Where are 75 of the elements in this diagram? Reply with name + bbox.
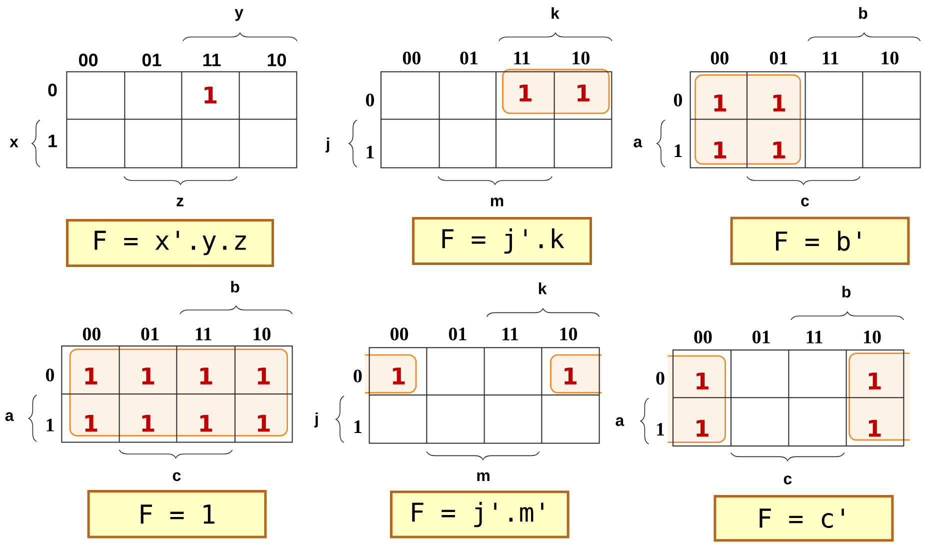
column-header: 00 [82,328,100,340]
column-header: 10 [572,52,590,64]
column-header: 01 [142,54,162,66]
variable-label: j [314,412,318,428]
column-header: 00 [710,52,728,64]
column-header: 11 [514,52,530,64]
cell-value: 1 [142,368,154,384]
variable-label: b [859,7,868,19]
column-header: 11 [502,328,518,340]
cell-value: 1 [773,142,786,158]
formula-box: F = j'.k [412,216,592,265]
cell-value: 1 [564,368,576,384]
column-header: 10 [864,330,881,344]
row-header: 1 [366,146,374,158]
column-header: 01 [460,52,478,64]
cell-value: 1 [578,84,590,102]
row-header: 0 [48,84,57,96]
column-header: 00 [694,330,712,344]
row-header: 1 [48,134,58,148]
column-header: 01 [448,328,466,340]
row-header: 0 [656,372,664,385]
column-header: 01 [770,52,788,64]
variable-label: j [326,138,330,152]
cell-value: 1 [258,414,270,432]
column-header: 10 [560,328,578,340]
row-header: 0 [46,368,54,382]
cell-value: 1 [392,368,405,384]
variable-label: x [10,138,18,148]
cell-value: 1 [85,414,98,432]
row-header: 1 [354,420,362,433]
cell-value: 1 [868,372,881,390]
column-header: 00 [390,328,408,340]
column-header: 01 [752,330,770,344]
variable-label: a [5,412,14,422]
column-header: 10 [882,52,898,64]
column-header: 11 [203,54,221,66]
column-header: 11 [806,330,822,344]
cell-value: 1 [204,86,216,104]
variable-label: b [231,280,240,293]
cell-value: 1 [714,142,726,158]
formula-box: F = b' [730,216,910,265]
cell-value: 1 [85,368,98,384]
column-header: 11 [196,328,212,340]
formula-box: F = 1 [87,490,267,538]
row-header: 1 [674,144,682,157]
cell-value: 1 [773,94,786,112]
variable-label: k [552,7,560,19]
cell-value: 1 [868,420,881,437]
column-header: 01 [141,328,159,340]
row-header: 1 [46,418,54,432]
cell-value: 1 [200,368,212,384]
column-header: 10 [254,328,270,340]
formula-box: F = c' [714,494,894,542]
column-header: 11 [822,52,838,64]
variable-label: a [634,138,642,148]
cell-value: 1 [696,372,708,390]
row-header: 1 [657,423,664,436]
variable-label: y [234,9,244,21]
cell-value: 1 [696,420,708,437]
variable-label: b [842,286,851,298]
cell-value: 1 [714,94,726,112]
cell-value: 1 [258,368,270,384]
cell-value: 1 [200,414,212,432]
cell-value: 1 [520,84,532,102]
cell-value: 1 [142,414,154,432]
formula-box: F = j'.m' [390,490,570,538]
column-header: 00 [79,54,98,66]
row-header: 0 [366,94,374,106]
column-header: 10 [268,54,286,66]
column-header: 00 [402,52,420,64]
row-header: 0 [354,370,362,382]
variable-label: a [616,417,624,426]
formula-box: F = x'.y.z [66,219,274,267]
row-header: 0 [674,94,682,106]
variable-label: k [538,282,547,294]
